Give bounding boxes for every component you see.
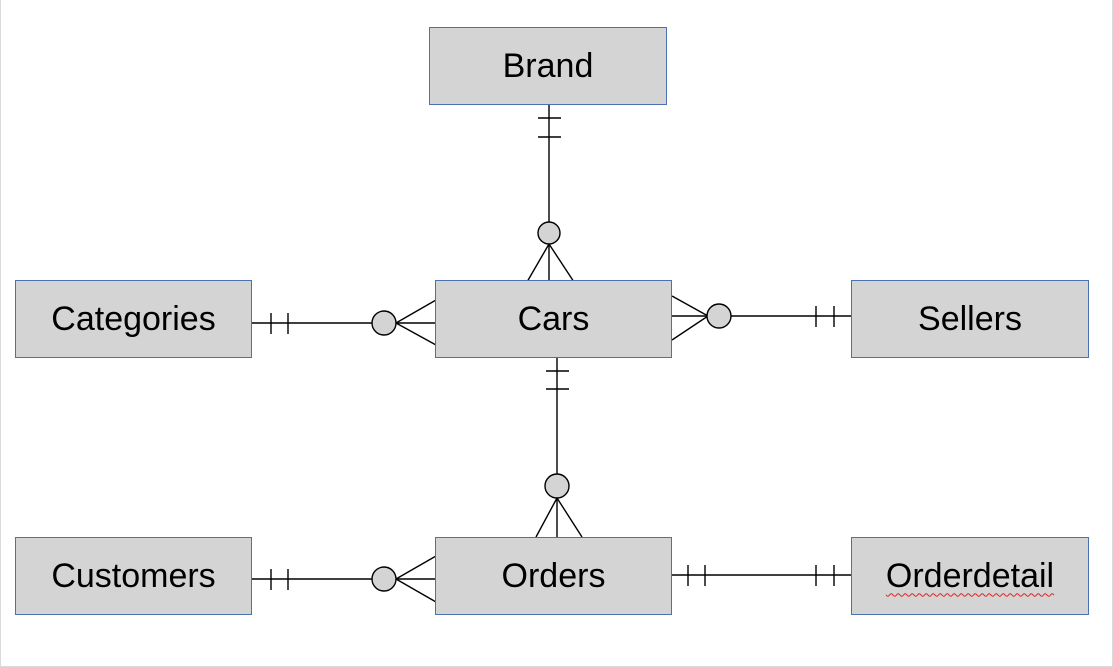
crow-foot-right <box>548 243 575 283</box>
entity-orderdetail[interactable]: Orderdetail <box>851 537 1089 615</box>
entity-sellers-label: Sellers <box>918 299 1022 338</box>
crow-foot-top <box>671 295 709 317</box>
entity-customers-label: Customers <box>51 556 216 595</box>
entity-categories[interactable]: Categories <box>15 280 252 358</box>
relationship-customers-orders <box>252 555 437 603</box>
entity-orderdetail-label: Orderdetail <box>885 556 1055 595</box>
zero-circle <box>371 566 397 592</box>
crow-foot-top <box>395 299 437 324</box>
entity-categories-label: Categories <box>51 299 216 338</box>
entity-orders[interactable]: Orders <box>435 537 672 615</box>
entity-brand-label: Brand <box>502 46 594 85</box>
crow-foot-bottom <box>671 315 709 341</box>
relationship-brand-cars <box>526 104 575 283</box>
entity-cars[interactable]: Cars <box>435 280 672 358</box>
entity-customers[interactable]: Customers <box>15 537 252 615</box>
entity-orders-label: Orders <box>501 556 606 595</box>
entity-brand[interactable]: Brand <box>429 27 667 105</box>
crow-foot-left <box>526 243 550 283</box>
entity-cars-label: Cars <box>517 299 590 338</box>
zero-circle <box>537 221 561 245</box>
crow-foot-left <box>535 497 558 538</box>
crow-foot-bottom <box>395 578 437 603</box>
zero-circle <box>371 310 397 336</box>
crow-foot-bottom <box>395 322 437 346</box>
relationship-cars-sellers <box>671 295 852 341</box>
zero-circle <box>706 303 732 329</box>
zero-circle <box>544 473 570 499</box>
entity-sellers[interactable]: Sellers <box>851 280 1089 358</box>
relationship-orders-orderdetail <box>672 565 852 586</box>
crow-foot-top <box>395 555 437 580</box>
relationship-categories-cars <box>252 299 437 346</box>
relationship-cars-orders <box>535 358 583 538</box>
crow-foot-right <box>556 497 583 538</box>
